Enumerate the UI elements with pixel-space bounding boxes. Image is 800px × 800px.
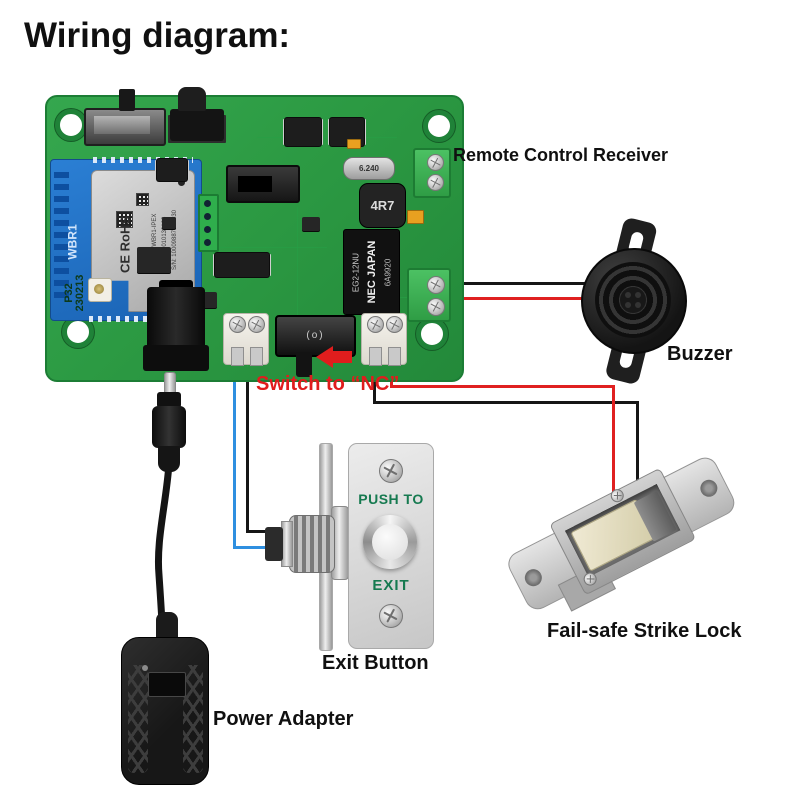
strike-lock xyxy=(495,448,745,618)
slide-switch-actuator xyxy=(119,89,135,111)
wire-lock-red xyxy=(390,385,615,388)
push-button xyxy=(170,109,224,141)
receiver-label: Remote Control Receiver xyxy=(453,145,669,165)
tantalum-cap xyxy=(347,139,361,149)
ic-chip xyxy=(157,159,187,181)
buzzer-label: Buzzer xyxy=(667,343,733,365)
terminal-screw-icon xyxy=(229,316,246,333)
adapter-label xyxy=(148,672,186,697)
antenna-trace xyxy=(54,168,69,298)
tantalum-cap xyxy=(407,210,424,224)
smd-component xyxy=(137,247,171,273)
wire-lock-black xyxy=(636,401,639,496)
strike-lock-label: Fail-safe Strike Lock xyxy=(547,620,742,642)
inductor-label: 4R7 xyxy=(370,198,395,213)
dc-jack-base xyxy=(143,345,209,371)
exit-button-cap xyxy=(372,524,408,560)
shield-pn-text: P/N: 2010130163 xyxy=(162,216,168,264)
ipex-connector xyxy=(88,278,112,302)
wire-exitbtn-black xyxy=(246,358,249,533)
wire-exitbtn-blue xyxy=(233,358,236,549)
terminal-screw-icon xyxy=(386,316,403,333)
buzzer xyxy=(572,214,702,386)
wire-exitbtn-black xyxy=(246,530,274,533)
buzzer-terminal xyxy=(407,268,451,322)
arrow-left-icon xyxy=(331,351,352,363)
relay-model: EG2-12NU xyxy=(351,252,361,293)
vent-grille xyxy=(128,665,148,773)
wire-exitbtn-blue xyxy=(233,546,275,549)
wire-lock-black xyxy=(373,401,639,404)
mounting-hole xyxy=(55,109,87,141)
terminal-screw-icon xyxy=(427,276,445,294)
relay-brand: NEC JAPAN xyxy=(366,240,378,304)
page-title: Wiring diagram: xyxy=(24,16,291,55)
exit-button-faceplate: PUSH TO EXIT xyxy=(348,443,434,649)
ic-chip xyxy=(215,253,269,277)
exit-button-thread xyxy=(289,515,335,573)
qr-code-icon xyxy=(116,211,133,228)
nc-no-switch: (o) xyxy=(275,315,356,357)
push-button-plunger xyxy=(178,87,206,111)
crystal-label: 6.240 xyxy=(358,164,380,173)
silkscreen-text: P32 230213 xyxy=(63,274,86,312)
controller-board: WBR1 CE RoHS Model: WBR1-IPEX P/N: 20101… xyxy=(45,87,464,382)
power-inductor: 4R7 xyxy=(359,183,406,228)
wire-lock-red xyxy=(612,385,615,512)
relay-code: 6A9920 xyxy=(383,258,393,287)
shield-model-text: Model: WBR1-IPEX xyxy=(152,213,158,267)
buzzer-hub xyxy=(620,287,646,313)
lock-terminal xyxy=(361,313,407,366)
relay: EG2-12NU NEC JAPAN 6A9920 xyxy=(343,229,400,315)
arrow-left-icon xyxy=(316,346,333,368)
terminal-screw-icon xyxy=(367,316,384,333)
pin-header xyxy=(198,194,219,252)
exit-button-terminal xyxy=(223,313,269,366)
switch-marking: (o) xyxy=(306,330,325,341)
exit-button-label: Exit Button xyxy=(322,652,429,674)
led-indicator xyxy=(142,665,148,671)
plate-screw-icon xyxy=(379,604,403,628)
mounting-hole xyxy=(423,110,455,142)
nc-no-switch-actuator xyxy=(296,353,312,377)
shield-sn-text: S/N: 10009887100030 xyxy=(172,209,178,271)
dc-plug-body xyxy=(152,406,186,448)
power-adapter-label: Power Adapter xyxy=(213,708,354,730)
shield-cert-text: CE RoHS xyxy=(117,215,133,274)
receiver-terminal xyxy=(413,148,451,198)
push-to-text: PUSH TO xyxy=(358,491,424,507)
wire-buzzer-red xyxy=(428,297,586,300)
qr-code-icon xyxy=(136,193,149,206)
wire-buzzer-black xyxy=(428,282,586,285)
vent-grille xyxy=(183,665,203,773)
dc-jack xyxy=(147,287,205,349)
exit-button-terminal-block xyxy=(265,527,283,561)
smd-component xyxy=(162,217,176,229)
module-name: WBR1 xyxy=(65,224,80,260)
terminal-screw-icon xyxy=(427,298,445,316)
smd-component xyxy=(302,217,320,231)
terminal-screw-icon xyxy=(248,316,265,333)
exit-text: EXIT xyxy=(372,577,410,594)
ic-chip xyxy=(285,118,321,146)
dc-plug-neck xyxy=(158,446,180,472)
switch-nc-annotation: Switch to “NC” xyxy=(256,373,400,395)
plate-screw-icon xyxy=(379,459,403,483)
terminal-screw-icon xyxy=(427,154,444,171)
mounting-hole xyxy=(416,318,448,350)
terminal-screw-icon xyxy=(427,174,444,191)
power-adapter-body xyxy=(121,637,209,785)
crystal-oscillator: 6.240 xyxy=(343,157,395,180)
dc-plug-collar xyxy=(157,392,181,408)
dip-switch xyxy=(226,165,300,203)
slide-switch xyxy=(84,108,166,146)
